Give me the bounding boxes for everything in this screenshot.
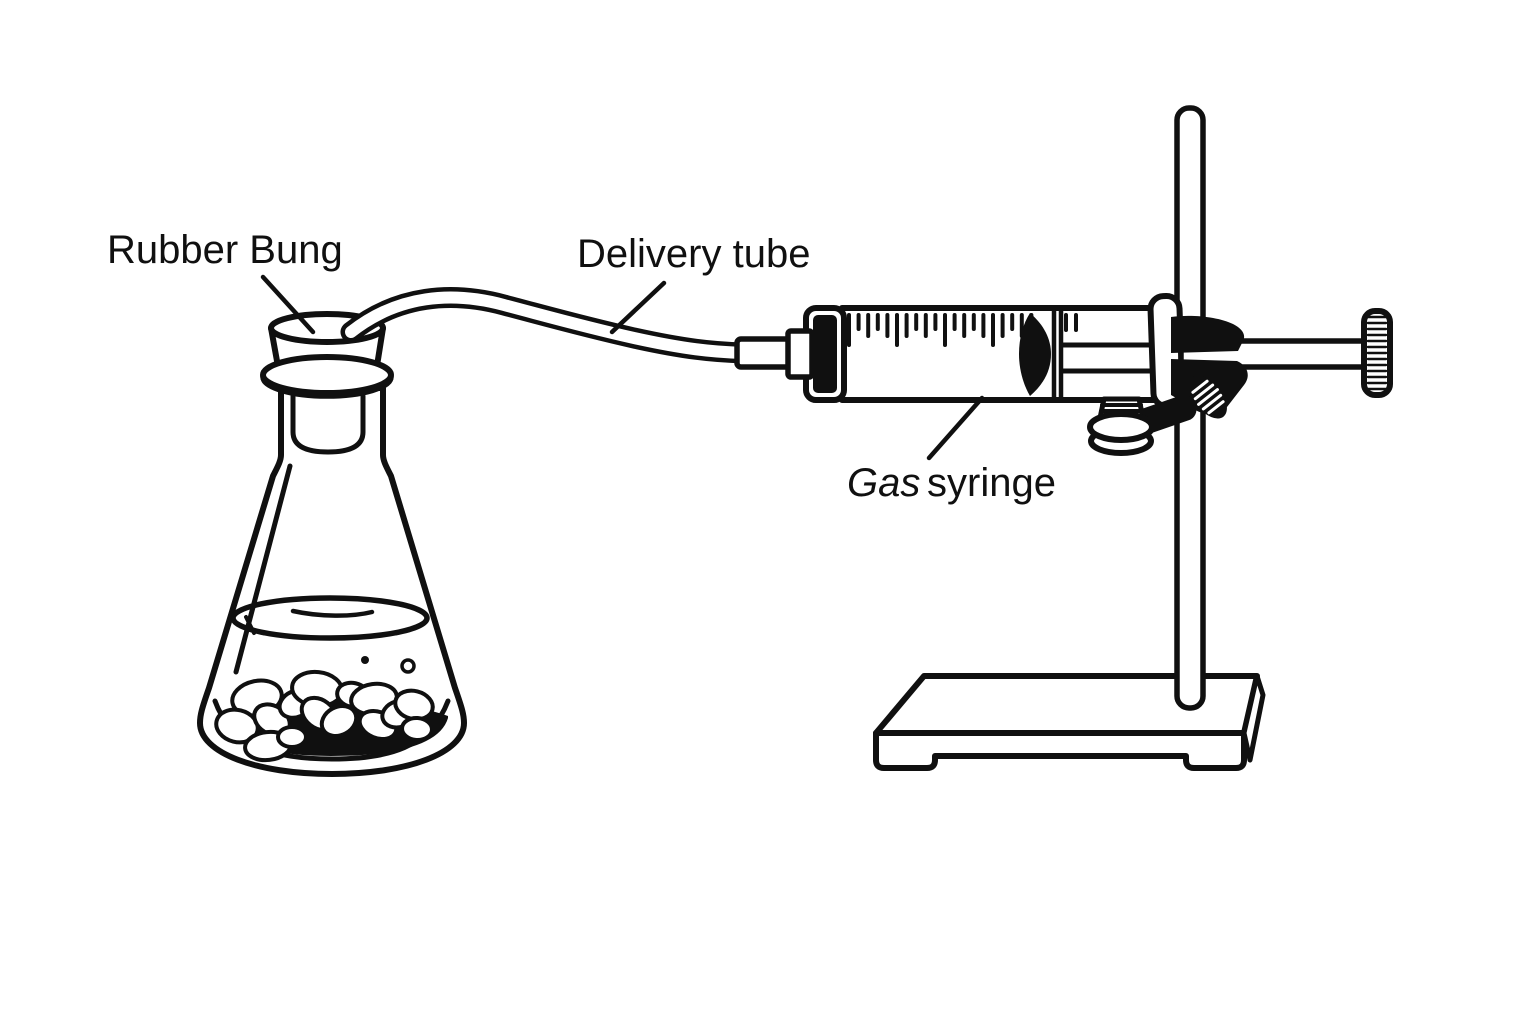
label-rubber-bung: Rubber Bung xyxy=(107,228,343,272)
clamp-top-jaw xyxy=(1171,315,1245,353)
flask-collar-lower-rim xyxy=(260,374,394,399)
gas-syringe xyxy=(734,292,1393,410)
marble-chips xyxy=(214,669,435,763)
base-front-face xyxy=(873,730,1247,771)
clamp-ribbed-screw xyxy=(1189,375,1227,419)
stand-base xyxy=(873,673,1266,771)
thumb-disc-knurling xyxy=(1366,315,1388,391)
delivery-tube-bore xyxy=(345,291,750,359)
bolt-disc-upper xyxy=(1087,411,1155,443)
delivery-tube xyxy=(340,287,755,364)
retort-stand xyxy=(873,105,1266,771)
plunger-shaft-lines xyxy=(1060,342,1159,374)
leader-line-gas-syringe xyxy=(926,395,985,461)
flask-collar xyxy=(260,354,394,396)
label-delivery-tube: Delivery tube xyxy=(577,232,810,276)
barrel-front-band xyxy=(813,315,837,393)
syringe-nozzle xyxy=(734,336,796,370)
nozzle-collar xyxy=(785,328,815,380)
bolt-thread-lines xyxy=(1099,403,1144,413)
plunger-seal-back-lines xyxy=(1051,308,1064,400)
bubble-small xyxy=(361,656,369,664)
leader-line-delivery-tube xyxy=(609,280,667,335)
bubble-large xyxy=(400,658,416,674)
label-gas-word: Gas xyxy=(847,461,920,505)
clamp xyxy=(1087,315,1248,456)
liquid-surface-lens xyxy=(290,608,375,618)
flask-neck-inner xyxy=(290,393,366,455)
label-syringe-word: syringe xyxy=(927,461,1056,505)
liquid-surface xyxy=(230,595,430,641)
flask-body xyxy=(197,385,467,777)
leader-line-rubber-bung xyxy=(260,274,316,335)
labels: Rubber Bung Delivery tube Gas syringe xyxy=(107,228,1056,505)
base-right-edge xyxy=(1241,673,1266,763)
syringe-scale-extra-ticks xyxy=(1064,313,1078,332)
glass-highlight-line xyxy=(233,463,293,675)
plunger-seal xyxy=(1019,313,1051,396)
conical-flask xyxy=(197,311,467,777)
clamp-bolt xyxy=(1087,396,1155,456)
